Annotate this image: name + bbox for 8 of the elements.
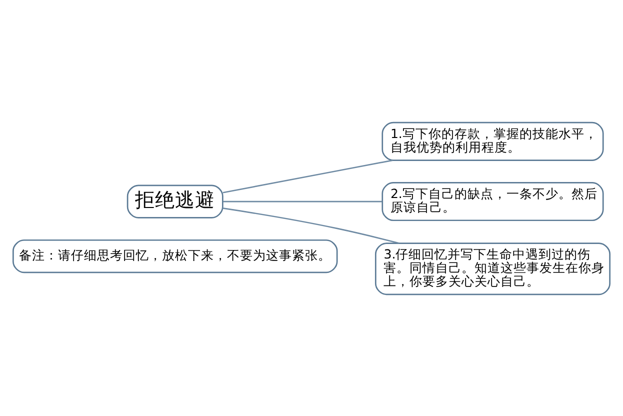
connector — [222, 207, 400, 244]
node-box: 1.写下你的存款，掌握的技能水平，自我优势的利用程度。 — [382, 121, 604, 160]
node-box: 拒绝逃避 — [126, 184, 224, 218]
connector — [222, 159, 393, 193]
node-box: 2.写下自己的缺点，一条不少。然后原谅自己。 — [382, 182, 604, 221]
node-box: 3.仔细回忆并写下生命中遇到过的伤害。同情自己。知道这些事发生在你身上，你要多关心关心自己。 — [374, 242, 610, 295]
connector — [222, 200, 382, 202]
node-box: 备注：请仔细思考回忆，放松下来，不要为这事紧张。 — [12, 238, 338, 273]
